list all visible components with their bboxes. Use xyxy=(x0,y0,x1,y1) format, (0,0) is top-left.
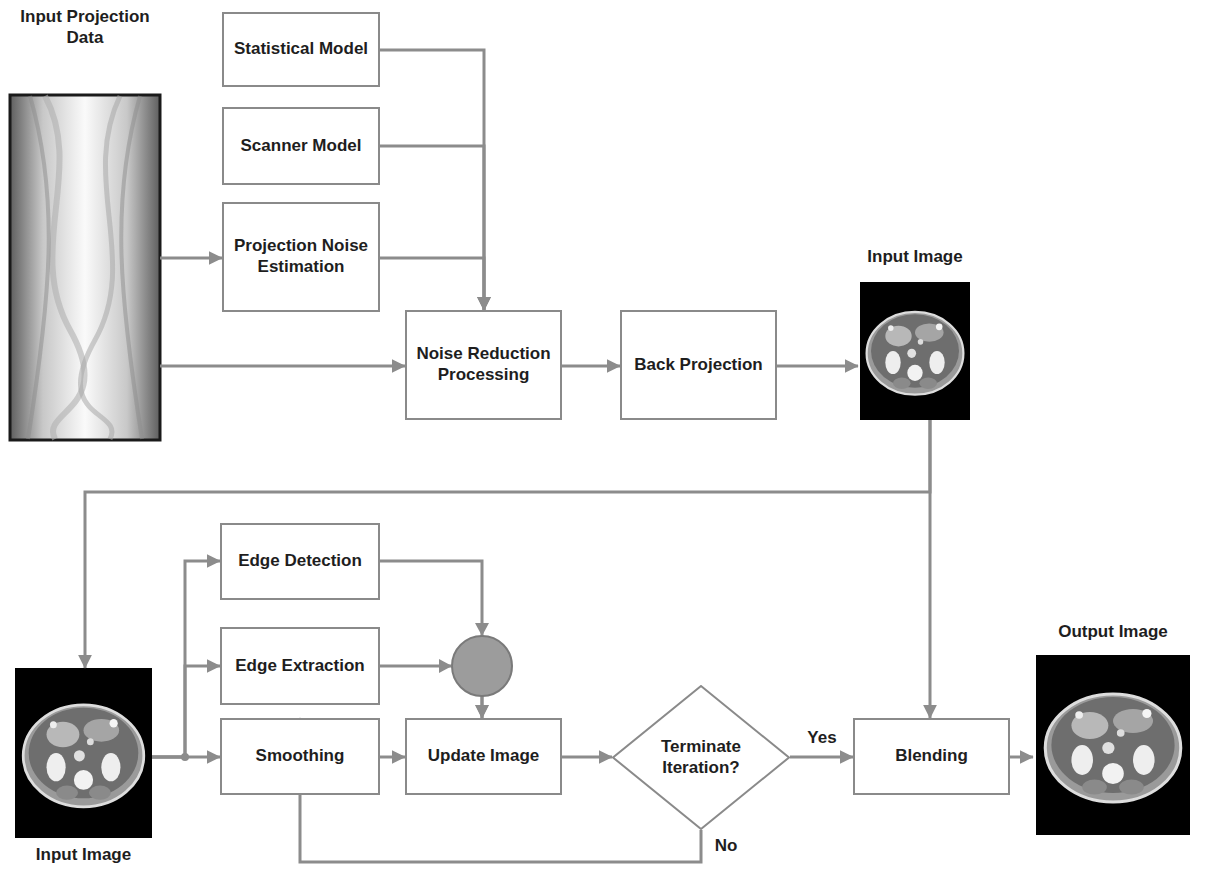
image-node: Input Image xyxy=(15,668,152,868)
image-caption: Input Image xyxy=(32,843,135,868)
node-text: Edge Detection xyxy=(232,551,368,572)
flow-arrow xyxy=(160,365,405,368)
flow-arrow xyxy=(152,666,220,757)
ct-image xyxy=(860,282,970,420)
sinogram-image xyxy=(10,95,160,440)
ct-image xyxy=(15,668,152,838)
process-box: Scanner Model xyxy=(222,107,380,185)
node-text: Edge Extraction xyxy=(229,656,370,677)
node-text: Projection Noise Estimation xyxy=(224,236,378,277)
edge-label: No xyxy=(712,836,741,856)
junction-dot xyxy=(181,753,189,761)
process-box: Edge Detection xyxy=(220,523,380,600)
process-box: Projection Noise Estimation xyxy=(222,202,380,312)
node-text: Back Projection xyxy=(628,355,769,376)
arrow-head xyxy=(439,659,452,673)
image-node: Output Image xyxy=(1033,620,1193,835)
flow-arrow xyxy=(160,257,222,260)
flow-arrow xyxy=(790,756,853,759)
edge-label: Yes xyxy=(804,728,839,748)
node-text: Noise Reduction Processing xyxy=(407,344,560,385)
process-box: Noise Reduction Processing xyxy=(405,310,562,420)
image-node: Input Image xyxy=(858,245,972,420)
image-node: Input Projection Data xyxy=(10,5,160,440)
flow-arrow xyxy=(380,50,484,310)
sinogram-band xyxy=(121,96,142,439)
flow-arrow xyxy=(85,420,930,668)
process-box: Back Projection xyxy=(620,310,777,420)
process-box: Smoothing xyxy=(220,718,380,795)
image-caption: Input Image xyxy=(863,245,966,270)
sinogram-band xyxy=(28,96,49,439)
sinogram-band xyxy=(80,96,120,439)
process-box: Blending xyxy=(853,718,1010,795)
flow-arrow xyxy=(929,420,932,718)
node-text: Blending xyxy=(889,746,974,767)
flow-arrow xyxy=(777,365,858,368)
node-text: Smoothing xyxy=(250,746,351,767)
process-box: Edge Extraction xyxy=(220,627,380,705)
flow-arrow xyxy=(380,258,484,310)
flow-arrow xyxy=(380,756,405,759)
decision-diamond: Terminate Iteration? xyxy=(612,685,790,830)
process-box: Statistical Model xyxy=(222,12,380,87)
flow-arrow xyxy=(1010,756,1033,759)
arrow-head xyxy=(475,623,489,636)
image-caption: Output Image xyxy=(1054,620,1172,645)
diamond-shape xyxy=(613,686,789,829)
ct-image xyxy=(1036,655,1190,835)
node-text: Statistical Model xyxy=(228,39,374,60)
node-text: Update Image xyxy=(422,746,545,767)
process-box: Update Image xyxy=(405,718,562,795)
node-text: Terminate Iteration? xyxy=(643,737,759,778)
node-text: Scanner Model xyxy=(235,136,368,157)
flow-arrow xyxy=(152,561,220,757)
flow-arrow xyxy=(562,365,620,368)
image-caption: Input Projection Data xyxy=(10,5,160,50)
flow-arrow xyxy=(562,756,612,759)
flow-arrow xyxy=(380,146,484,310)
combine-circle xyxy=(452,636,512,696)
